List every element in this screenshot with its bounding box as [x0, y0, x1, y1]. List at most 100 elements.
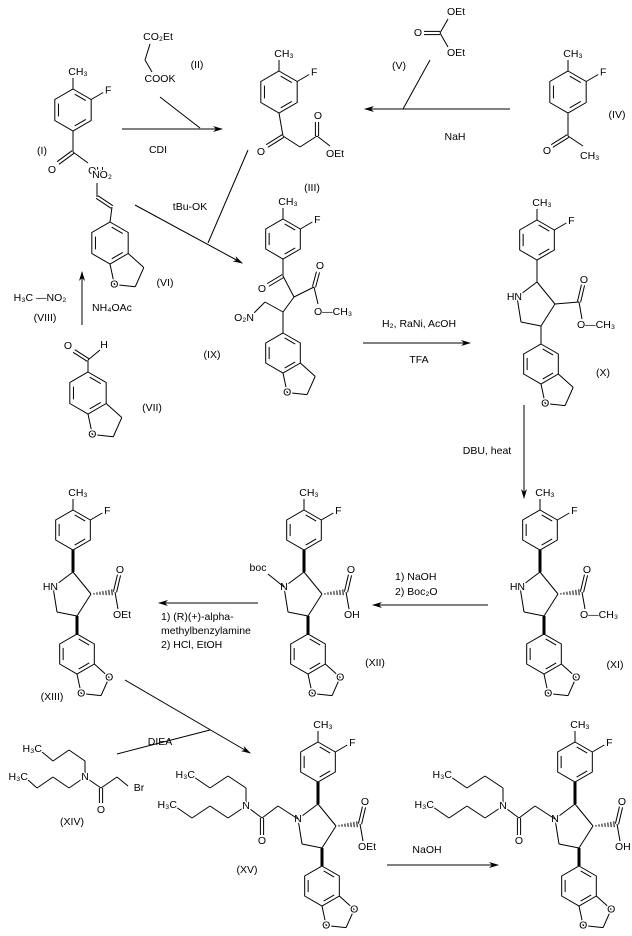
cook-label: COOK [145, 73, 176, 85]
bond [432, 806, 450, 819]
o-ester-label: O [116, 564, 124, 576]
bond [542, 348, 554, 356]
h3c-2-label: H₃C [9, 771, 29, 783]
bond [557, 512, 570, 521]
bond [277, 805, 299, 820]
bond [267, 136, 285, 148]
bond [545, 662, 557, 670]
oet-label: OEt [326, 148, 344, 160]
label-label: (I) [37, 145, 47, 157]
o-amide-label: O [515, 835, 523, 847]
bond [307, 673, 313, 694]
bond [301, 843, 323, 849]
bond [548, 693, 569, 697]
bond [585, 74, 599, 82]
ch3-label: CH₃ [535, 487, 554, 499]
bond [93, 663, 110, 678]
benzene-ring [304, 865, 340, 907]
bond [448, 805, 468, 819]
f-label: F [349, 737, 355, 749]
bond [323, 894, 335, 902]
bond [52, 749, 70, 762]
bond [278, 112, 284, 137]
bond [319, 746, 331, 754]
f-label: F [104, 505, 110, 517]
o-ester-label: O [580, 274, 588, 286]
ch3-label: CH₃ [68, 487, 87, 499]
bond [283, 586, 289, 613]
bond [268, 276, 285, 287]
bond [564, 387, 574, 406]
bond [307, 593, 323, 617]
nh-label: HN [507, 291, 522, 303]
o-label: O [543, 145, 551, 157]
och3-label: O—CH₃ [314, 306, 352, 318]
benzene-ring [260, 70, 298, 114]
bond [299, 135, 318, 148]
bond [560, 663, 577, 678]
o-ring2-label: O [544, 688, 552, 700]
bond [27, 779, 38, 789]
bond [266, 274, 283, 285]
f-label: F [311, 67, 317, 79]
bond [305, 538, 317, 546]
bond [297, 803, 319, 820]
ch3-label: CH₃ [563, 48, 582, 60]
bond [567, 135, 584, 147]
bond [316, 135, 331, 147]
bond [345, 909, 355, 928]
nah-label: NaH [444, 131, 465, 143]
bond [311, 271, 317, 287]
bond [305, 514, 317, 522]
bond [567, 677, 577, 696]
bond [439, 32, 449, 48]
bond [540, 303, 556, 327]
esterification-step-label: 2) HCl, EtOH [161, 639, 222, 651]
f-label: F [568, 215, 574, 227]
benzene-ring [526, 633, 562, 675]
bond [112, 574, 118, 592]
bond [583, 925, 604, 929]
bond [52, 571, 74, 588]
bond [41, 751, 54, 762]
bond [74, 93, 87, 102]
bond [127, 253, 145, 268]
bond [280, 100, 293, 109]
bond [297, 818, 303, 845]
bond [602, 909, 612, 928]
bond [558, 843, 580, 849]
bond [618, 807, 624, 825]
bond [543, 673, 549, 694]
tbuok-label: tBu-OK [173, 201, 207, 213]
bond [306, 376, 316, 395]
bond [592, 744, 605, 753]
o-label: O [97, 804, 105, 816]
bond [576, 746, 588, 754]
bond [519, 571, 541, 588]
benzene-ring [519, 219, 555, 261]
o-ring2-label: O [308, 688, 316, 700]
bond [89, 401, 102, 410]
bond [359, 823, 364, 842]
bond [74, 118, 87, 127]
formula-label: H₃C —NO₂ [14, 292, 67, 304]
benzene-ring [522, 509, 558, 551]
n-amide-label: N [499, 800, 507, 812]
bond [516, 296, 522, 323]
bond [114, 284, 136, 288]
bond [484, 805, 504, 819]
bond [309, 662, 321, 670]
naoh-step-label: 1) NaOH [395, 571, 436, 583]
bond [283, 571, 305, 588]
h3c-2-label: H₃C [415, 799, 435, 811]
label-label: (VIII) [34, 312, 57, 324]
ch3-label: CH₃ [278, 196, 297, 208]
bond [614, 806, 620, 824]
bond [92, 434, 114, 438]
